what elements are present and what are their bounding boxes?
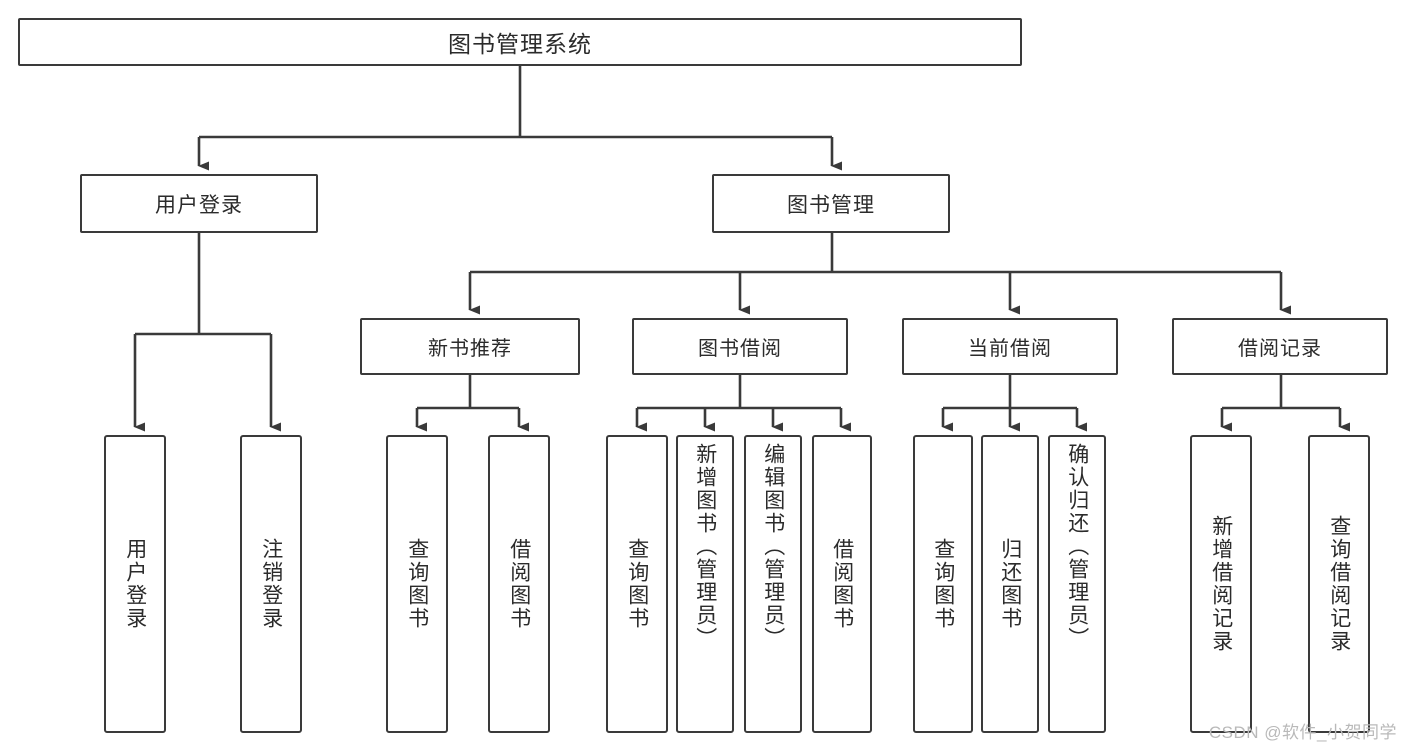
leaf-borrow-book[interactable]: 借阅图书 [812, 435, 872, 733]
leaf-add-book-admin[interactable]: 新增图书（管理员） [676, 435, 734, 733]
node-book-management[interactable]: 图书管理 [712, 174, 950, 233]
leaf-label: 借阅图书 [830, 538, 854, 630]
node-label: 用户登录 [155, 193, 243, 217]
leaf-user-login[interactable]: 用户登录 [104, 435, 166, 733]
leaf-logout[interactable]: 注销登录 [240, 435, 302, 733]
leaf-label: 确认归还（管理员） [1065, 443, 1089, 650]
node-label: 图书管理 [787, 193, 875, 217]
csdn-watermark: CSDN @软件_小贺同学 [1208, 723, 1397, 742]
leaf-label: 查询借阅记录 [1327, 515, 1351, 653]
node-user-login[interactable]: 用户登录 [80, 174, 318, 233]
leaf-label: 查询图书 [931, 538, 955, 630]
leaf-label: 新增图书（管理员） [693, 443, 717, 650]
leaf-borrow-book-newbook[interactable]: 借阅图书 [488, 435, 550, 733]
leaf-return-book[interactable]: 归还图书 [981, 435, 1039, 733]
leaf-label: 归还图书 [998, 538, 1022, 630]
node-book-borrowing[interactable]: 图书借阅 [632, 318, 848, 375]
leaf-label: 注销登录 [259, 538, 283, 630]
leaf-label: 编辑图书（管理员） [761, 443, 785, 650]
node-new-book-recommendation[interactable]: 新书推荐 [360, 318, 580, 375]
node-current-borrowing[interactable]: 当前借阅 [902, 318, 1118, 375]
leaf-label: 查询图书 [405, 538, 429, 630]
node-borrow-records[interactable]: 借阅记录 [1172, 318, 1388, 375]
node-label: 当前借阅 [968, 338, 1052, 360]
node-root-library-system[interactable]: 图书管理系统 [18, 18, 1022, 66]
leaf-label: 查询图书 [625, 538, 649, 630]
leaf-label: 新增借阅记录 [1209, 515, 1233, 653]
leaf-confirm-return-admin[interactable]: 确认归还（管理员） [1048, 435, 1106, 733]
node-label: 图书管理系统 [448, 31, 592, 57]
node-label: 图书借阅 [698, 338, 782, 360]
leaf-add-borrow-record[interactable]: 新增借阅记录 [1190, 435, 1252, 733]
leaf-query-borrow-record[interactable]: 查询借阅记录 [1308, 435, 1370, 733]
leaf-label: 借阅图书 [507, 538, 531, 630]
leaf-query-book-newbook[interactable]: 查询图书 [386, 435, 448, 733]
leaf-label: 用户登录 [123, 538, 147, 630]
leaf-query-book-borrow[interactable]: 查询图书 [606, 435, 668, 733]
node-label: 新书推荐 [428, 338, 512, 360]
node-label: 借阅记录 [1238, 338, 1322, 360]
leaf-query-book-current[interactable]: 查询图书 [913, 435, 973, 733]
leaf-edit-book-admin[interactable]: 编辑图书（管理员） [744, 435, 802, 733]
